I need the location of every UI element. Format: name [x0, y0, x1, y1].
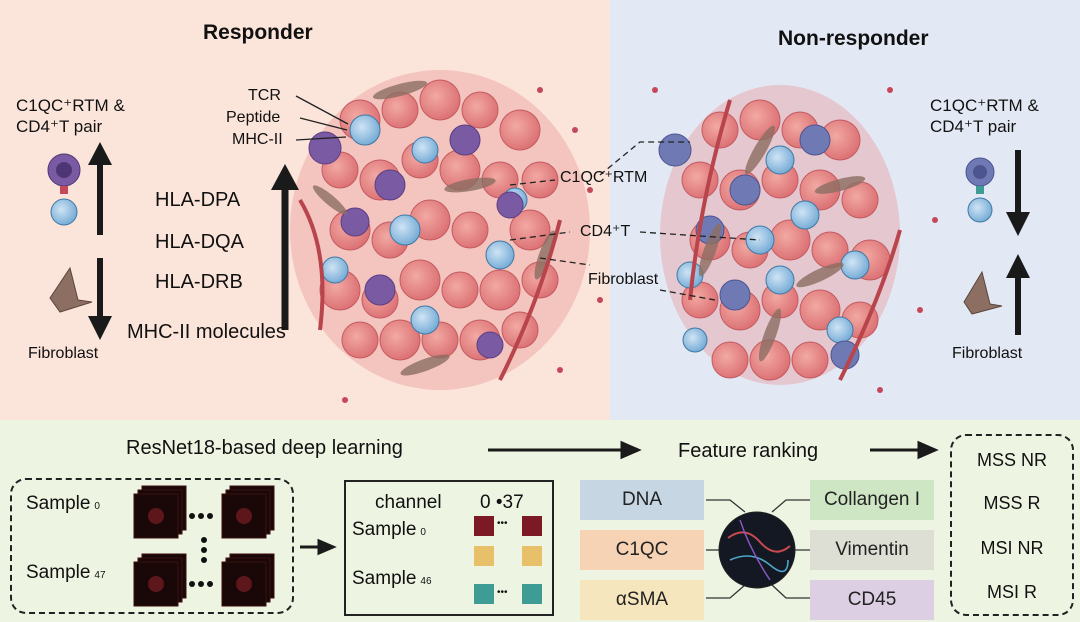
matrix-cell-teal-start	[474, 584, 494, 604]
sample-word: Sample	[352, 568, 417, 589]
nonresponder-pair-label-line1: C1QC⁺RTM &	[930, 96, 1039, 115]
matrix-cell-dark-red-end	[522, 516, 542, 536]
sample-47-subscript: 47	[94, 570, 106, 581]
matrix-cell-dark-red-start	[474, 516, 494, 536]
resnet-heading: ResNet18-based deep learning	[126, 437, 403, 459]
nonresponder-pair-label-line2: CD4⁺T pair	[930, 117, 1017, 136]
sample-image-stack-box	[10, 478, 294, 614]
class-msi-nr: MSI NR	[980, 538, 1044, 558]
c1qc-rtm-callout: C1QC⁺RTM	[560, 169, 648, 186]
channel-range-label: 0 •37	[480, 492, 524, 513]
sample-word: Sample	[352, 519, 417, 540]
class-output-box	[950, 434, 1074, 616]
responder-fibroblast-icon	[49, 266, 93, 313]
matrix-cell-gold-end	[522, 546, 542, 566]
class-mss-r: MSS R	[983, 493, 1041, 513]
matrix-dots-row3: •••	[497, 587, 508, 598]
responder-rtm-icon	[47, 153, 81, 194]
mhc-label: MHC-II	[232, 131, 283, 148]
cd4t-callout: CD4⁺T	[580, 223, 631, 240]
responder-pair-label-line2: CD4⁺T pair	[16, 117, 103, 136]
feature-cd45: CD45	[810, 580, 934, 620]
sample-word: Sample	[26, 493, 91, 514]
hla-dqa-label: HLA-DQA	[155, 231, 244, 253]
hla-dpa-label: HLA-DPA	[155, 189, 241, 211]
responder-cd4t-icon	[50, 198, 78, 226]
channel-matrix-box	[344, 480, 554, 616]
nonresponder-tissue-cluster	[652, 85, 938, 393]
peptide-label: Peptide	[226, 109, 281, 126]
nonresponder-fibroblast-up-arrow	[1006, 254, 1030, 335]
responder-pair-label-line1: C1QC⁺RTM &	[16, 96, 125, 115]
feature-ranking-heading: Feature ranking	[678, 440, 819, 462]
sample-word: Sample	[26, 562, 91, 583]
tcr-label: TCR	[248, 87, 281, 104]
sample-46-subscript: 46	[420, 576, 432, 587]
sample-image-tiles	[133, 485, 275, 607]
channel-label: channel	[375, 492, 442, 513]
sample-0-subscript: 0	[420, 527, 426, 538]
responder-title: Responder	[203, 21, 313, 44]
feature-c1qc: C1QC	[580, 530, 704, 570]
callout-lines	[295, 95, 761, 301]
responder-fibroblast-label: Fibroblast	[28, 345, 99, 362]
matrix-cell-gold-start	[474, 546, 494, 566]
nonresponder-title: Non-responder	[778, 27, 929, 50]
responder-fibroblast-down-arrow	[88, 258, 112, 340]
feature-collagen: Collangen I	[810, 480, 934, 520]
mhc-up-arrow	[271, 164, 299, 330]
flow-arrows	[300, 440, 939, 599]
feature-asma: αSMA	[580, 580, 704, 620]
nonresponder-fibroblast-label: Fibroblast	[952, 345, 1023, 362]
matrix-dots-row1: •••	[497, 518, 508, 529]
feature-vimentin: Vimentin	[810, 530, 934, 570]
mhc-molecules-label: MHC-II molecules	[127, 321, 286, 343]
hla-drb-label: HLA-DRB	[155, 271, 243, 293]
sample-0-subscript: 0	[94, 501, 100, 512]
class-msi-r: MSI R	[986, 582, 1037, 602]
responder-pair-up-arrow	[88, 142, 112, 235]
tissue-illustration	[47, 70, 1030, 403]
nonresponder-cd4t-icon	[967, 197, 993, 223]
nonresponder-fibroblast-icon	[963, 270, 1003, 315]
nonresponder-pair-down-arrow	[1006, 150, 1030, 236]
nonresponder-rtm-icon	[965, 157, 995, 194]
fibroblast-callout: Fibroblast	[588, 271, 659, 288]
responder-tissue-cluster	[290, 70, 603, 403]
matrix-cell-teal-end	[522, 584, 542, 604]
class-mss-nr: MSS NR	[976, 450, 1047, 470]
feature-dna: DNA	[580, 480, 704, 520]
